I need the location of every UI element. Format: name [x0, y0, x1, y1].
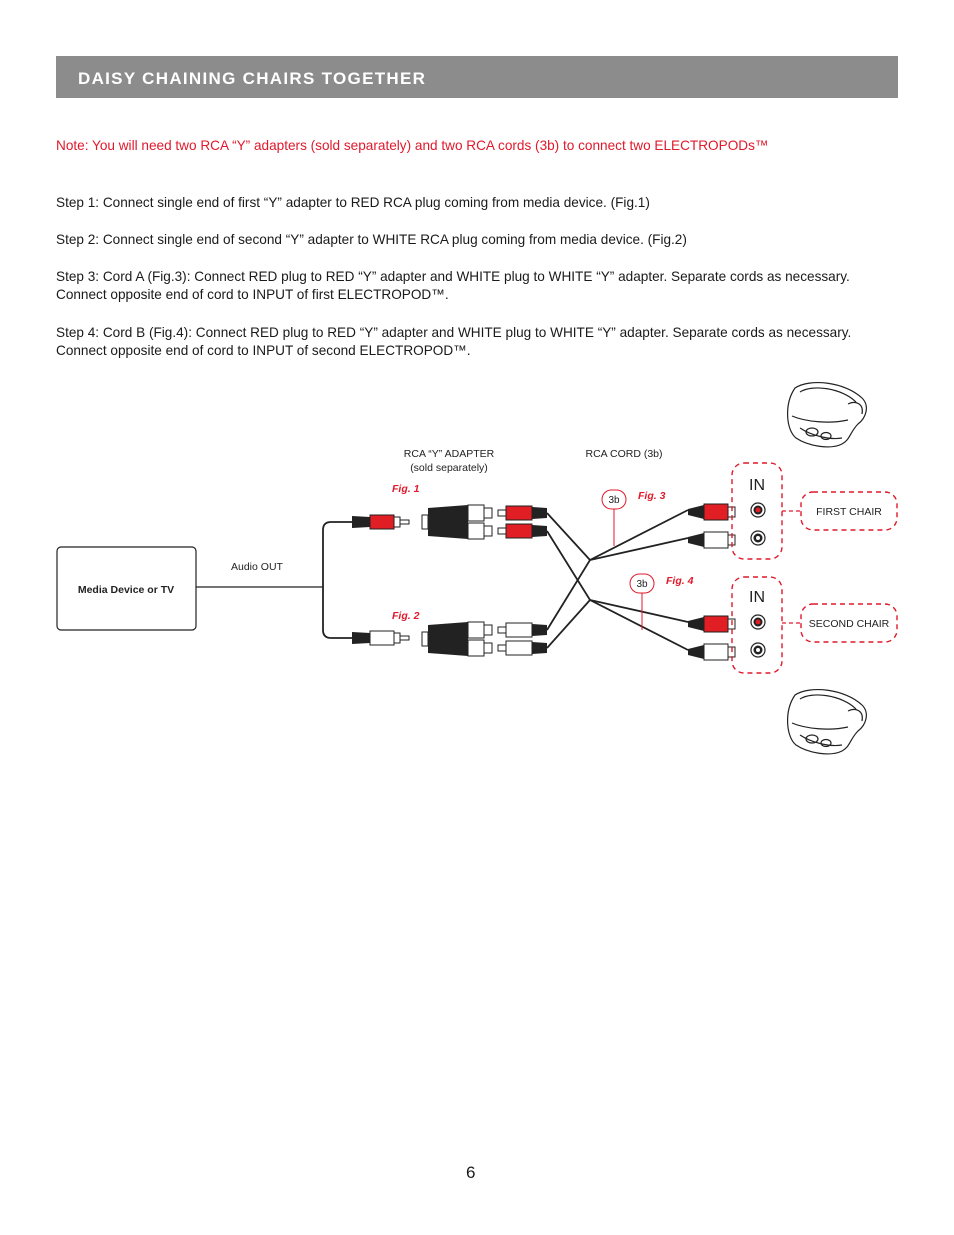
second-chair-in-label: IN — [749, 589, 765, 606]
second-chair-illustration — [787, 688, 867, 755]
second-chair-input-panel — [731, 576, 783, 674]
step-4: Step 4: Cord B (Fig.4): Connect RED plug… — [56, 324, 906, 360]
step-3: Step 3: Cord A (Fig.3): Connect RED plug… — [56, 268, 906, 304]
cord-b-white-plug-left — [497, 640, 547, 656]
connection-diagram: Media Device or TV Audio OUT RCA “Y” ADA… — [56, 381, 898, 755]
cord-a-tag-text: 3b — [608, 495, 620, 506]
media-red-plug — [352, 514, 410, 530]
media-device-label: Media Device or TV — [78, 584, 174, 596]
y-adapter-2 — [421, 621, 493, 657]
fig3-label: Fig. 3 — [638, 490, 666, 502]
first-chair-white-jack — [750, 530, 766, 546]
step-2-text: Step 2: Connect single end of second “Y”… — [56, 232, 687, 247]
second-chair-white-jack — [750, 642, 766, 658]
step-3-text-line1: Step 3: Cord A (Fig.3): Connect RED plug… — [56, 269, 850, 284]
cord-b-tag-text: 3b — [636, 579, 648, 590]
section-header: DAISY CHAINING CHAIRS TOGETHER — [56, 56, 898, 98]
cord-b-white-plug-right — [688, 643, 736, 661]
cord-label: RCA CORD (3b) — [585, 448, 662, 460]
second-chair-label: SECOND CHAIR — [809, 618, 890, 630]
first-chair-illustration — [787, 381, 867, 448]
second-chair-red-jack — [750, 614, 766, 630]
section-title: DAISY CHAINING CHAIRS TOGETHER — [78, 69, 427, 88]
media-cable-red — [322, 521, 352, 587]
first-chair-label: FIRST CHAIR — [816, 506, 882, 518]
page-number: 6 — [466, 1163, 476, 1182]
cord-b-red-plug-left — [497, 523, 547, 539]
step-1-text: Step 1: Connect single end of first “Y” … — [56, 195, 650, 210]
first-chair-red-jack — [750, 502, 766, 518]
first-chair-input-panel — [731, 462, 783, 560]
cord-b-tag — [629, 573, 655, 594]
y-adapter-1 — [421, 504, 493, 540]
fig4-label: Fig. 4 — [666, 575, 694, 587]
cord-a-white-plug-left — [497, 622, 547, 638]
cord-a-red-plug-right — [688, 503, 736, 521]
adapter-sublabel: (sold separately) — [410, 462, 488, 474]
cord-a-white-plug-right — [688, 531, 736, 549]
step-3-text-line2: Connect opposite end of cord to INPUT of… — [56, 287, 449, 302]
cord-a-red-plug-left — [497, 505, 547, 521]
rca-cords — [546, 509, 689, 651]
audio-out-label: Audio OUT — [231, 561, 284, 573]
note-text: Note: You will need two RCA “Y” adapters… — [56, 138, 769, 153]
first-chair-in-label: IN — [749, 477, 765, 494]
media-device-box — [56, 546, 197, 631]
media-white-plug — [352, 630, 410, 646]
first-chair-box — [800, 491, 898, 531]
step-4-text-line1: Step 4: Cord B (Fig.4): Connect RED plug… — [56, 325, 852, 340]
step-2: Step 2: Connect single end of second “Y”… — [56, 231, 906, 249]
step-4-text-line2: Connect opposite end of cord to INPUT of… — [56, 343, 471, 358]
step-1: Step 1: Connect single end of first “Y” … — [56, 194, 906, 212]
fig2-label: Fig. 2 — [392, 610, 420, 622]
adapter-label: RCA “Y” ADAPTER — [404, 448, 495, 460]
second-chair-box — [800, 603, 898, 643]
media-cable-white — [322, 587, 352, 639]
cord-a-tag — [601, 489, 627, 510]
cord-b-red-plug-right — [688, 615, 736, 633]
fig1-label: Fig. 1 — [392, 483, 420, 495]
